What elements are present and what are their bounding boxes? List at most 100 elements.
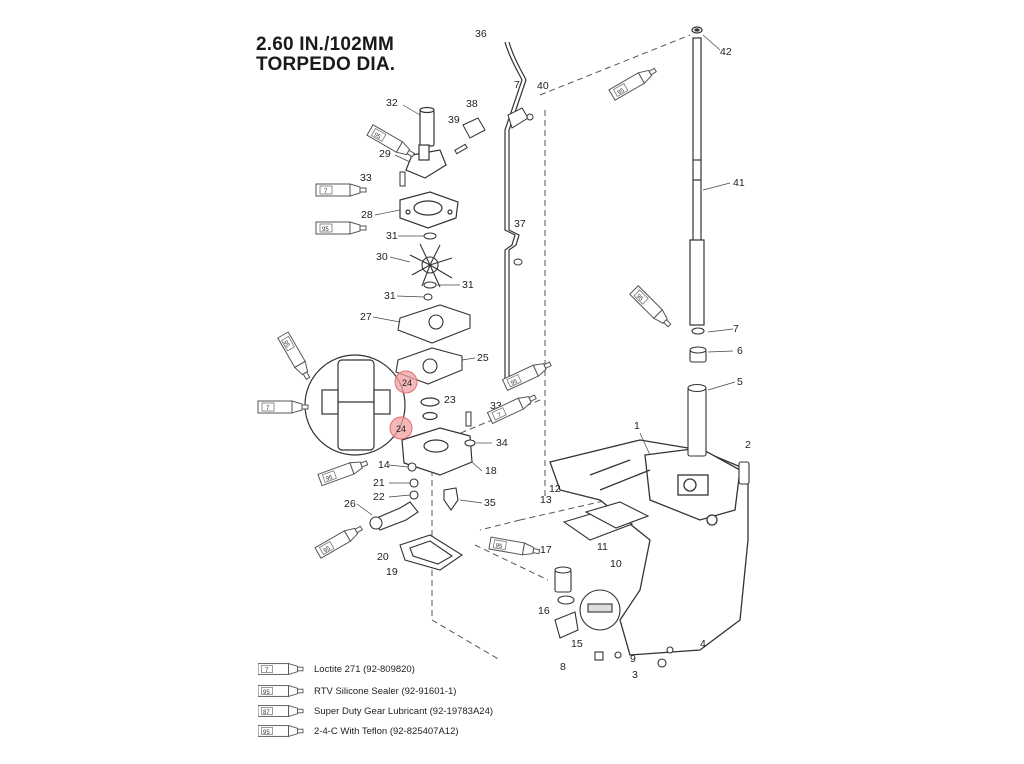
callout: 25 [477,352,489,364]
tube-label: 7 [497,412,503,419]
callout: 7 [733,323,739,335]
callout: 26 [344,498,356,510]
bearings [687,327,750,485]
tube-icon: 95 [258,685,304,697]
legend-code: 7 [265,668,269,674]
legend-row: 95 RTV Silicone Sealer (92-91601-1) [258,682,456,700]
callout: 15 [571,638,583,650]
callout-numbers: 1 2 3 4 5 6 7 8 9 10 11 12 13 14 15 16 1… [344,28,751,681]
legend-code: 87 [263,710,270,716]
callout: 34 [496,437,508,449]
tube-label: 95 [495,543,503,550]
callout: 31 [386,230,398,242]
impeller [409,243,453,288]
tube-icon: 95 [501,357,554,391]
callout: 18 [485,465,497,477]
callout: 23 [444,394,456,406]
callout: 33 [360,172,372,184]
callout: 14 [378,459,390,471]
legend-text: Loctite 271 (92-809820) [314,663,415,675]
grommet [443,439,476,511]
callout: 12 [549,483,561,495]
tube-icon: 95 [629,285,675,331]
callout: 42 [720,46,732,58]
pump-housing [399,144,459,229]
tube-icon: 95 [488,536,541,559]
tube-label: 7 [324,189,328,195]
callout: 33 [490,400,502,412]
callout: 21 [373,477,385,489]
callout: 32 [386,97,398,109]
title-line-1: 2.60 IN./102MM [256,34,394,55]
callout: 24 [396,424,406,434]
seal-detail-inset [304,354,406,456]
callout: 24 [402,378,412,388]
tube-icon: 95 [258,725,304,737]
callout: 8 [560,661,566,673]
callout: 35 [484,497,496,509]
callout: 10 [610,558,622,570]
callout: 31 [462,279,474,291]
legend-text: RTV Silicone Sealer (92-91601-1) [314,685,457,697]
tube-label: 7 [266,406,270,412]
tube-label: 95 [635,294,644,303]
callout: 31 [384,290,396,302]
callout: 11 [597,541,608,553]
callout: 29 [379,148,391,160]
callout: 3 [632,669,638,681]
tube-icon: 95 [314,522,365,559]
drive-shaft [689,26,705,326]
tube-icon: 95 [608,64,659,101]
tube-icon: 7 [315,183,367,197]
tube-label: 95 [282,340,291,349]
legend-row: 87 Super Duty Gear Lubricant (92-19783A2… [258,702,493,720]
callout: 6 [737,345,743,357]
gear-housing [549,439,749,656]
callout: 20 [377,551,389,563]
tube-icon: 95 [366,124,417,161]
callout: 1 [634,420,640,432]
small-fittings [462,107,534,266]
callout: 7 [514,79,520,91]
legend-row: 7 Loctite 271 (92-809820) [258,660,415,678]
legend-code: 95 [263,730,270,736]
callout: 9 [630,653,636,665]
callout: 38 [466,98,478,110]
lower-parts [554,566,674,668]
tube-label: 95 [322,227,329,233]
tube-icon: 7 [257,400,309,414]
sealant-tubes: 95 7 95 95 95 7 95 7 95 95 95 95 [257,64,675,559]
callout: 37 [514,218,526,230]
callout: 19 [386,566,398,578]
callout: 13 [540,494,552,506]
legend-text: Super Duty Gear Lubricant (92-19783A24) [314,705,494,717]
bolts [399,143,472,427]
hose-and-gasket [369,462,464,571]
tube-label: 95 [510,378,519,387]
callout: 36 [475,28,487,40]
title-line-2: TORPEDO DIA. [256,54,396,75]
tube-label: 95 [325,474,334,482]
callout: 22 [373,491,385,503]
tube-icon: 95 [315,221,367,235]
callout: 30 [376,251,388,263]
tube-icon: 95 [317,456,370,487]
callout: 41 [733,177,745,189]
legend-code: 95 [263,690,270,696]
highlight-markers [389,370,418,440]
callout: 40 [537,80,549,92]
pump-base [401,397,473,476]
legend-row: 95 2-4-C With Teflon (92-825407A12) [258,722,459,740]
tube-icon: 7 [486,390,539,424]
callout: 5 [737,376,743,388]
water-tube [419,106,435,147]
trim-plate [562,501,650,541]
tube-icon: 87 [258,705,304,717]
callout: 39 [448,114,460,126]
callout: 2 [745,439,751,451]
legend-text: 2-4-C With Teflon (92-825407A12) [314,725,459,737]
leader-lines [356,34,736,516]
tube-label: 95 [617,87,626,96]
